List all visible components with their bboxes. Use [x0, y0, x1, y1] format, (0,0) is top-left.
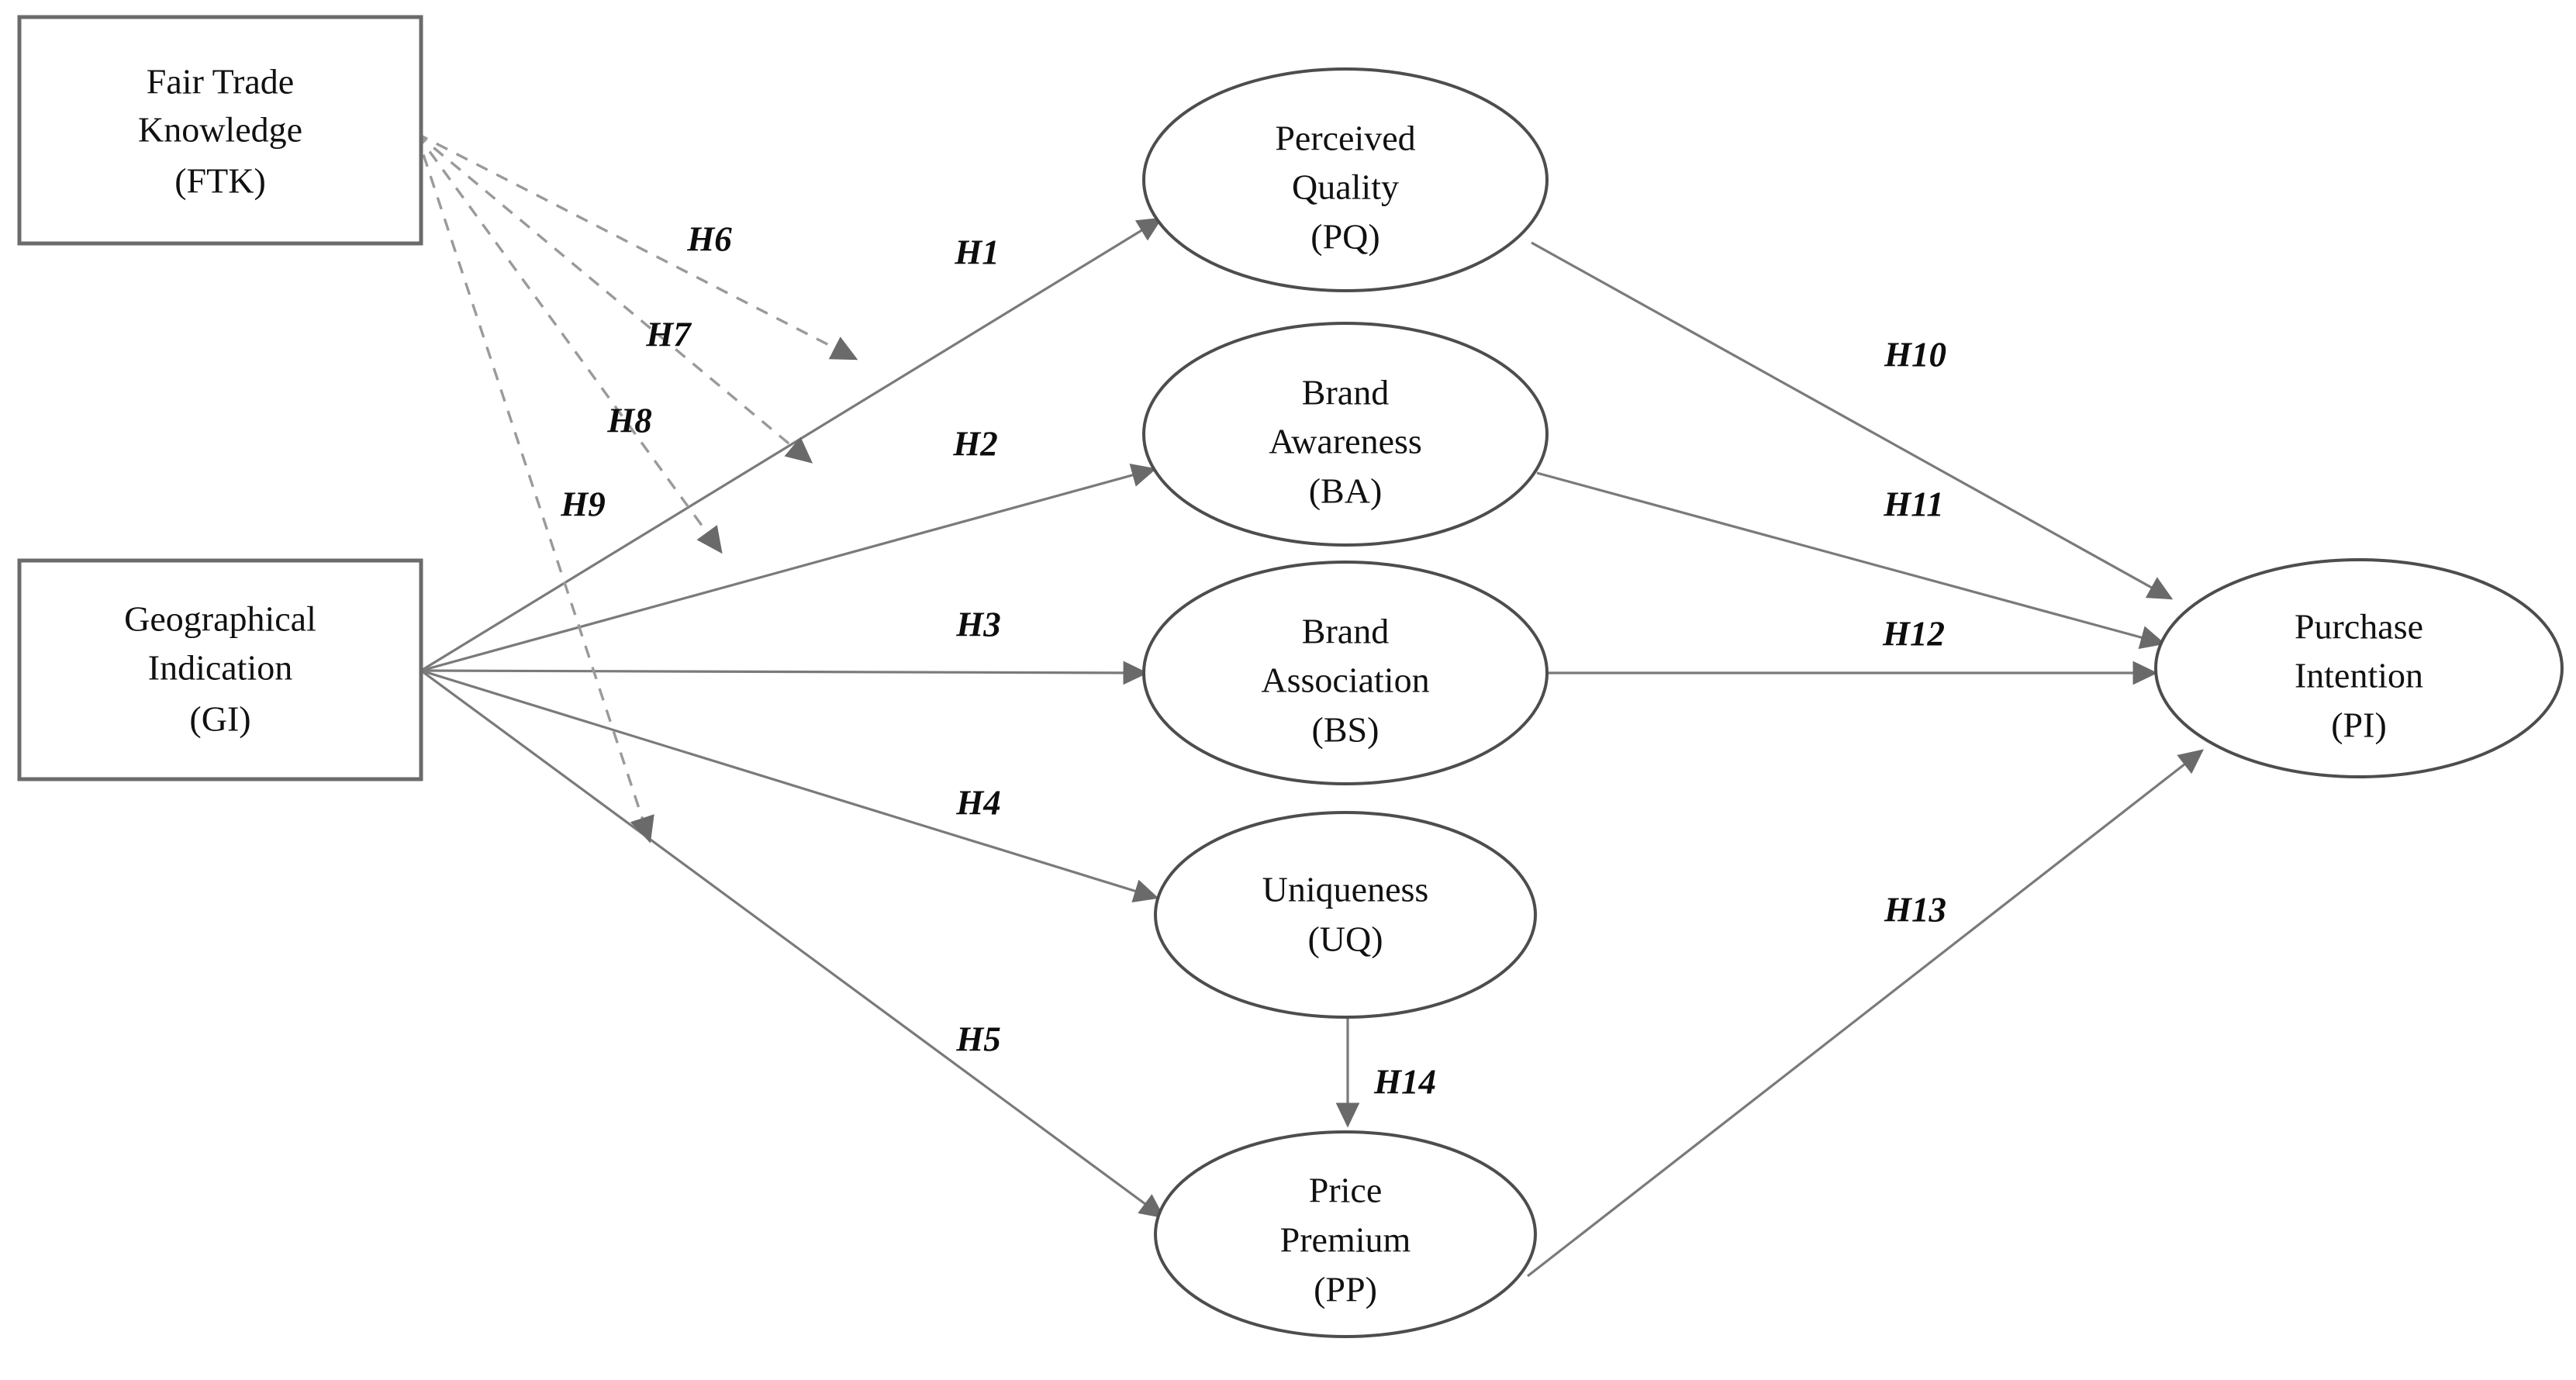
hypothesis-label-h6: H6	[686, 219, 732, 258]
node-ba[interactable]: Brand Awareness (BA)	[1142, 322, 1549, 547]
hypothesis-label-group: H1 H2 H3 H4 H5 H6 H7 H8 H9 H10 H11 H12 H…	[560, 219, 1946, 1101]
gi-label-line-2: Indication	[148, 648, 293, 688]
hypothesis-label-h8: H8	[606, 401, 652, 440]
bs-ellipse[interactable]	[1142, 561, 1549, 785]
edge-H10-line	[1531, 241, 2174, 600]
node-bs[interactable]: Brand Association (BS)	[1142, 561, 1549, 785]
ftk-label-line-2: Knowledge	[138, 110, 302, 150]
node-gi[interactable]: Geographical Indication (GI)	[17, 558, 423, 781]
hypothesis-label-h3: H3	[955, 605, 1001, 643]
hypothesis-label-h14: H14	[1373, 1062, 1436, 1101]
hypothesis-label-h2: H2	[952, 424, 998, 463]
ba-label-line-2: Awareness	[1269, 422, 1422, 461]
pi-label-line-3: (PI)	[2331, 706, 2387, 745]
edge-H2-line	[420, 463, 1157, 672]
node-pq[interactable]: Perceived Quality (PQ)	[1142, 67, 1549, 292]
node-uq[interactable]: Uniqueness (UQ)	[1154, 811, 1537, 1019]
hypothesis-label-h13: H13	[1884, 890, 1946, 929]
pp-label-line-2: Premium	[1280, 1220, 1411, 1260]
edge-group-mediators-to-pi	[1335, 241, 2205, 1278]
gi-label-line-1: Geographical	[124, 599, 316, 639]
hypothesis-label-h12: H12	[1882, 614, 1945, 653]
hypothesis-label-h7: H7	[645, 315, 692, 354]
gi-box[interactable]	[17, 558, 423, 781]
ba-ellipse[interactable]	[1142, 322, 1549, 547]
edge-H1-line	[420, 217, 1163, 672]
ftk-label-line-1: Fair Trade	[147, 62, 294, 102]
edge-group-ftk-moderators	[415, 132, 858, 844]
pi-label-line-1: Purchase	[2295, 607, 2423, 647]
edge-group-gi-to-mediators	[420, 217, 1165, 1219]
bs-label-line-1: Brand	[1302, 612, 1389, 651]
ftk-label-line-3: (FTK)	[174, 161, 266, 201]
hypothesis-label-h10: H10	[1884, 335, 1946, 374]
edge-H5-line	[420, 669, 1165, 1219]
edge-H4-line	[420, 669, 1159, 902]
pi-ellipse[interactable]	[2154, 558, 2564, 778]
hypothesis-label-h4: H4	[955, 783, 1001, 822]
edge-H6-line	[416, 132, 858, 361]
node-pi[interactable]: Purchase Intention (PI)	[2154, 558, 2564, 778]
ftk-box[interactable]	[17, 15, 423, 246]
ba-label-line-1: Brand	[1302, 373, 1389, 412]
gi-label-line-3: (GI)	[189, 699, 250, 739]
pq-ellipse[interactable]	[1142, 67, 1549, 292]
bs-label-line-2: Association	[1261, 661, 1429, 700]
pq-label-line-2: Quality	[1292, 167, 1399, 207]
edge-H8-line	[415, 132, 723, 554]
ba-label-line-3: (BA)	[1309, 471, 1383, 511]
hypothesis-label-h11: H11	[1883, 485, 1944, 523]
edge-H9-line	[415, 133, 654, 844]
edge-H7-line	[415, 132, 813, 464]
uq-ellipse[interactable]	[1154, 811, 1537, 1019]
pi-label-line-2: Intention	[2295, 656, 2423, 695]
hypothesis-label-h9: H9	[560, 485, 606, 523]
uq-label-line-2: (UQ)	[1307, 919, 1383, 959]
pq-label-line-1: Perceived	[1275, 119, 1415, 158]
pp-label-line-1: Price	[1309, 1171, 1383, 1210]
pp-ellipse[interactable]	[1154, 1130, 1537, 1338]
edge-H3-line	[420, 661, 1148, 685]
pq-label-line-3: (PQ)	[1310, 217, 1380, 257]
hypothesis-label-h1: H1	[954, 233, 1000, 271]
uq-label-line-1: Uniqueness	[1262, 870, 1429, 909]
edge-H11-line	[1536, 471, 2166, 650]
pp-label-line-3: (PP)	[1314, 1270, 1377, 1309]
bs-label-line-3: (BS)	[1312, 710, 1380, 750]
node-pp[interactable]: Price Premium (PP)	[1154, 1130, 1537, 1338]
edge-H13-line	[1527, 749, 2205, 1278]
hypothesis-label-h5: H5	[955, 1019, 1001, 1058]
node-ftk[interactable]: Fair Trade Knowledge (FTK)	[17, 15, 423, 246]
